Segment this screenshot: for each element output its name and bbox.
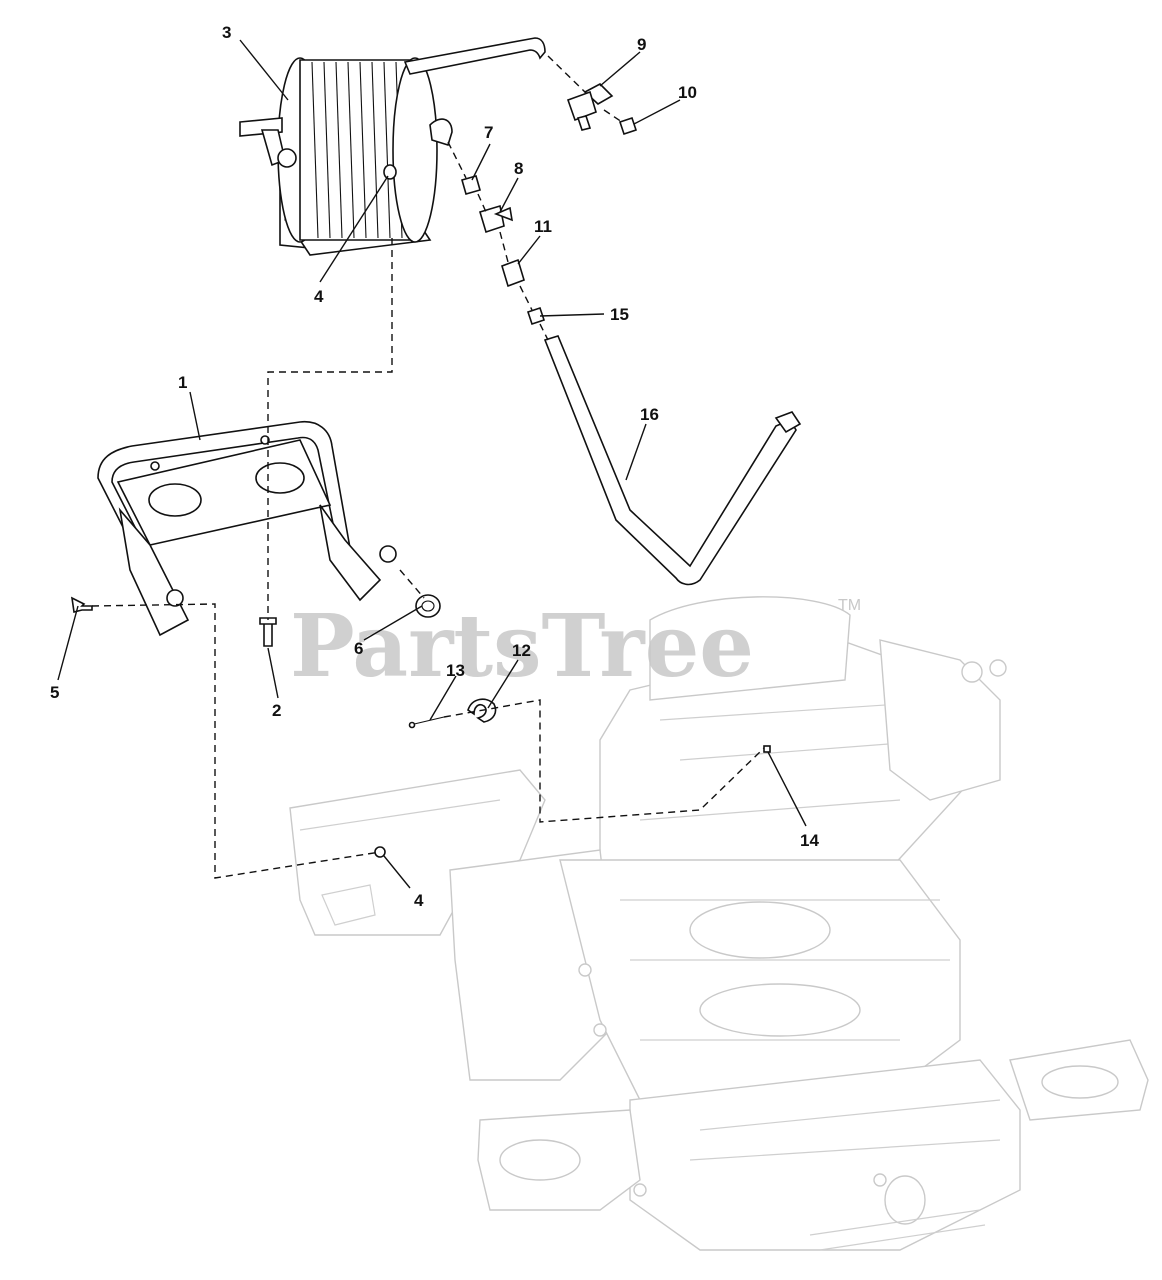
callout-14: 14	[800, 831, 819, 850]
grommet-4-upper	[383, 164, 397, 180]
cap-plug-6	[415, 594, 441, 618]
assembly-guides	[91, 55, 765, 879]
callout-6: 6	[354, 639, 363, 658]
spray-gun-nozzle	[566, 83, 614, 131]
callout-4-upper: 4	[314, 287, 324, 306]
callout-5: 5	[50, 683, 59, 702]
supply-hose	[543, 335, 802, 586]
callout-3: 3	[222, 23, 231, 42]
callout-9: 9	[637, 35, 646, 54]
clamp-12	[467, 698, 497, 723]
callout-7: 7	[484, 123, 493, 142]
callout-10: 10	[678, 83, 697, 102]
callout-leaders	[57, 39, 807, 889]
fitting-11	[501, 258, 525, 288]
valve-8	[479, 204, 514, 234]
fitting-15	[526, 306, 546, 326]
partstree-watermark: PartsTree TM	[290, 596, 861, 697]
callout-13: 13	[446, 661, 465, 680]
screw-13	[408, 716, 445, 729]
hose-reel-assembly	[239, 37, 546, 256]
nozzle-tip	[618, 116, 638, 136]
callout-15: 15	[610, 305, 629, 324]
mower-frame-ghost	[289, 596, 1149, 1251]
watermark-trademark: TM	[838, 597, 861, 614]
callout-2: 2	[272, 701, 281, 720]
callout-4-lower: 4	[414, 891, 424, 910]
callout-12: 12	[512, 641, 531, 660]
carriage-bolt-5	[70, 596, 93, 613]
callout-16: 16	[640, 405, 659, 424]
callout-1: 1	[178, 373, 187, 392]
reel-mount-frame	[97, 421, 397, 637]
callout-labels: 3 9 10 7 8 11 4 15 1 16 5 6 2 13 12 14 4	[50, 23, 819, 910]
watermark-text: PartsTree	[290, 596, 754, 697]
callout-11: 11	[534, 217, 552, 236]
bolt-2	[259, 617, 277, 647]
callout-8: 8	[514, 159, 523, 178]
fitting-7	[461, 175, 481, 195]
nut-14	[763, 745, 771, 753]
